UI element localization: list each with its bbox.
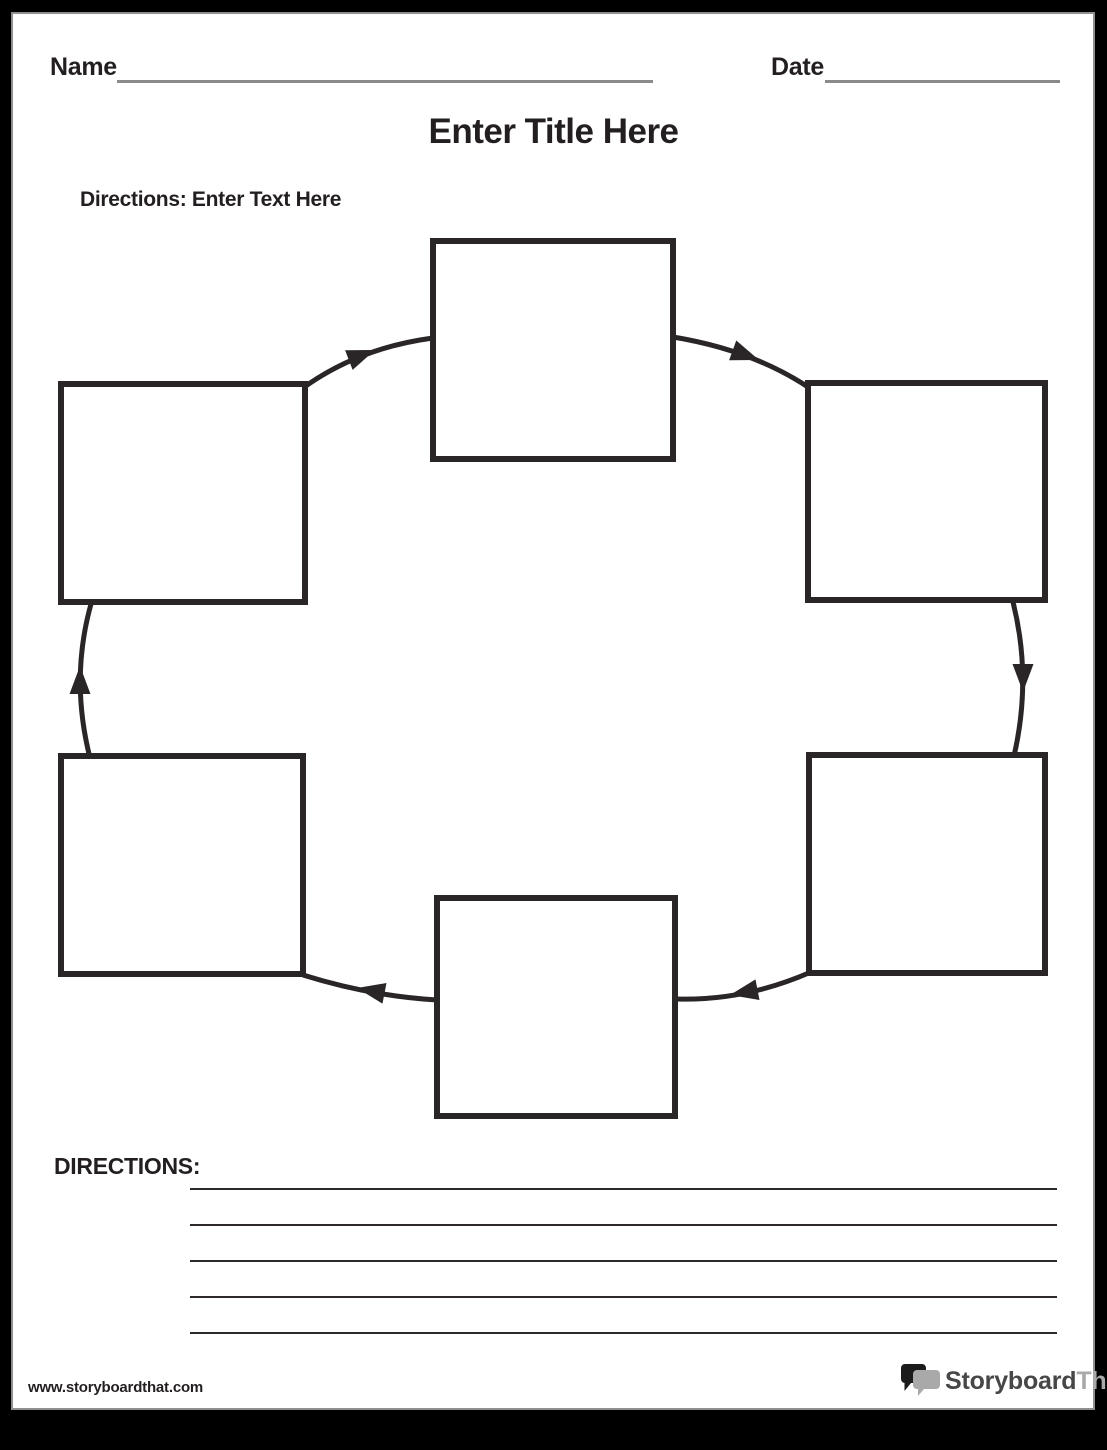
logo-text-secondary: That [1076, 1366, 1107, 1395]
writing-line[interactable] [190, 1332, 1057, 1334]
arrowhead-up-icon [69, 666, 91, 694]
name-label: Name [50, 53, 117, 81]
writing-line[interactable] [190, 1224, 1057, 1226]
cycle-box-top-right[interactable] [805, 380, 1048, 603]
page-title: Enter Title Here [428, 112, 679, 151]
cycle-box-bottom-left[interactable] [58, 753, 306, 977]
date-label: Date [771, 53, 824, 81]
name-fill-in-line[interactable] [117, 80, 653, 83]
writing-line[interactable] [190, 1260, 1057, 1262]
date-fill-in-line[interactable] [825, 80, 1060, 83]
arrowhead-right-icon [729, 340, 759, 361]
arrowhead-left-icon [357, 983, 387, 1004]
logo-text: StoryboardThat [945, 1367, 1107, 1396]
arrowhead-down-icon [1012, 664, 1034, 692]
arrowhead-left-icon [730, 979, 760, 1000]
cycle-box-bottom-center[interactable] [434, 895, 678, 1119]
directions-bottom-label: DIRECTIONS: [54, 1153, 201, 1179]
directions-top-text: Directions: Enter Text Here [80, 188, 342, 211]
writing-line[interactable] [190, 1188, 1057, 1190]
cycle-box-bottom-right[interactable] [806, 752, 1048, 976]
speech-bubbles-icon [901, 1364, 940, 1396]
arrowhead-right-icon [345, 350, 375, 370]
website-url-text: www.storyboardthat.com [28, 1379, 204, 1396]
cycle-box-top-center[interactable] [430, 238, 676, 462]
logo-text-primary: Storyboard [945, 1366, 1077, 1395]
cycle-arrow-topleft-topcenter [301, 335, 434, 391]
cycle-box-top-left[interactable] [58, 381, 308, 605]
storyboardthat-logo: StoryboardThat [901, 1363, 1107, 1399]
writing-line[interactable] [190, 1296, 1057, 1298]
